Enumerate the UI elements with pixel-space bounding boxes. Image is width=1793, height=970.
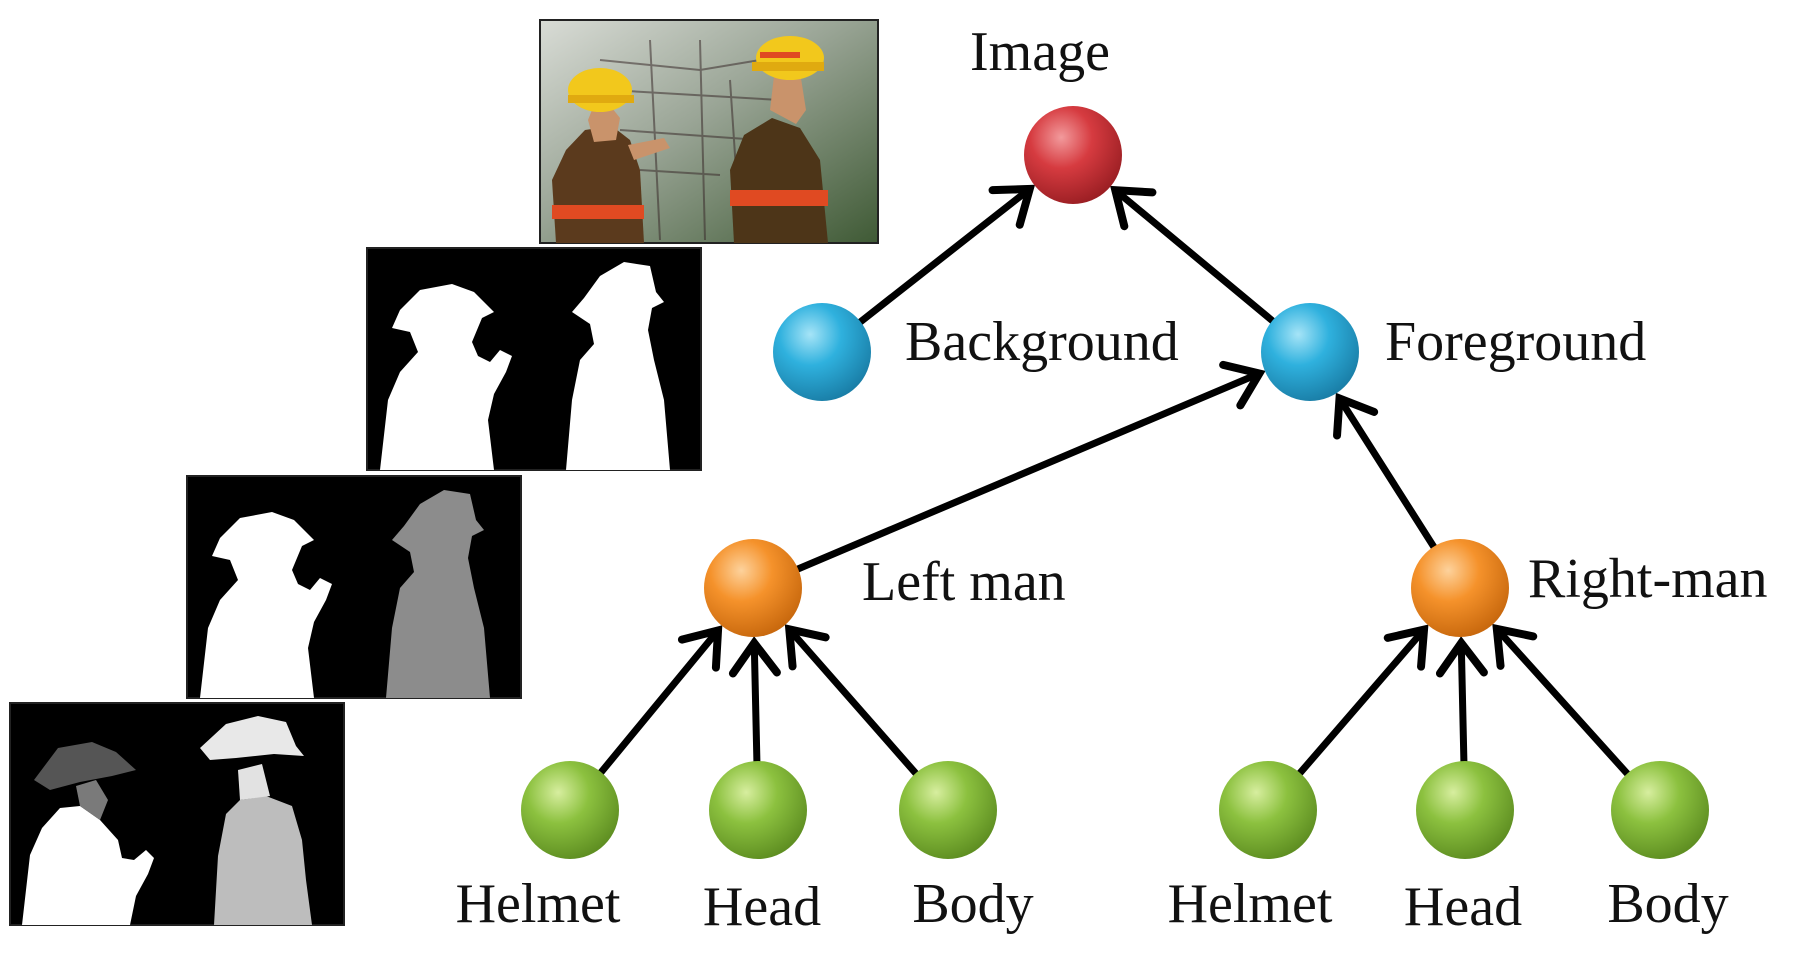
graph-nodes bbox=[521, 106, 1709, 859]
node-left-man bbox=[704, 539, 802, 637]
edge-lm-helmet-to-left-man bbox=[593, 625, 723, 781]
edge-rm-body-to-right-man bbox=[1492, 623, 1635, 782]
arrowhead bbox=[1333, 392, 1379, 440]
label-lm-head: Head bbox=[703, 876, 821, 938]
image-stack bbox=[9, 19, 879, 926]
edge-right-man-to-foreground bbox=[1333, 392, 1441, 556]
label-rm-body: Body bbox=[1607, 873, 1728, 935]
arrowhead bbox=[677, 625, 723, 672]
object-mask bbox=[186, 475, 522, 699]
label-lm-helmet: Helmet bbox=[456, 873, 621, 935]
label-right-man: Right-man bbox=[1528, 548, 1768, 610]
node-right-man bbox=[1411, 539, 1509, 637]
arrowhead bbox=[1219, 360, 1266, 410]
edge-foreground-to-image bbox=[1110, 185, 1281, 329]
node-foreground bbox=[1261, 303, 1359, 401]
arrowhead bbox=[728, 636, 781, 678]
edge-lm-head-to-left-man bbox=[728, 636, 781, 771]
label-image: Image bbox=[970, 21, 1110, 83]
node-lm-head bbox=[709, 761, 807, 859]
arrowhead bbox=[1383, 624, 1429, 671]
source-photo bbox=[539, 19, 879, 244]
edge-rm-head-to-right-man bbox=[1435, 636, 1488, 771]
arrowhead bbox=[1492, 623, 1538, 670]
edge-lm-body-to-left-man bbox=[784, 624, 924, 782]
arrowhead bbox=[1110, 185, 1157, 231]
node-rm-body bbox=[1611, 761, 1709, 859]
label-foreground: Foreground bbox=[1385, 311, 1646, 373]
arrowhead bbox=[1435, 636, 1488, 678]
node-background bbox=[773, 303, 871, 401]
label-left-man: Left man bbox=[862, 551, 1066, 613]
edge-background-to-image bbox=[852, 184, 1036, 329]
label-background: Background bbox=[905, 311, 1179, 373]
arrowhead bbox=[988, 184, 1036, 229]
label-lm-body: Body bbox=[912, 873, 1033, 935]
arrowhead bbox=[784, 624, 830, 671]
label-rm-helmet: Helmet bbox=[1168, 873, 1333, 935]
layer-mask bbox=[366, 247, 702, 471]
node-image bbox=[1024, 106, 1122, 204]
label-rm-head: Head bbox=[1404, 876, 1522, 938]
node-rm-head bbox=[1416, 761, 1514, 859]
edge-left-man-to-foreground bbox=[789, 360, 1266, 575]
graph-edges bbox=[593, 184, 1635, 782]
edge-rm-helmet-to-right-man bbox=[1292, 624, 1429, 781]
node-rm-helmet bbox=[1219, 761, 1317, 859]
node-lm-body bbox=[899, 761, 997, 859]
part-mask bbox=[9, 702, 345, 926]
node-lm-helmet bbox=[521, 761, 619, 859]
